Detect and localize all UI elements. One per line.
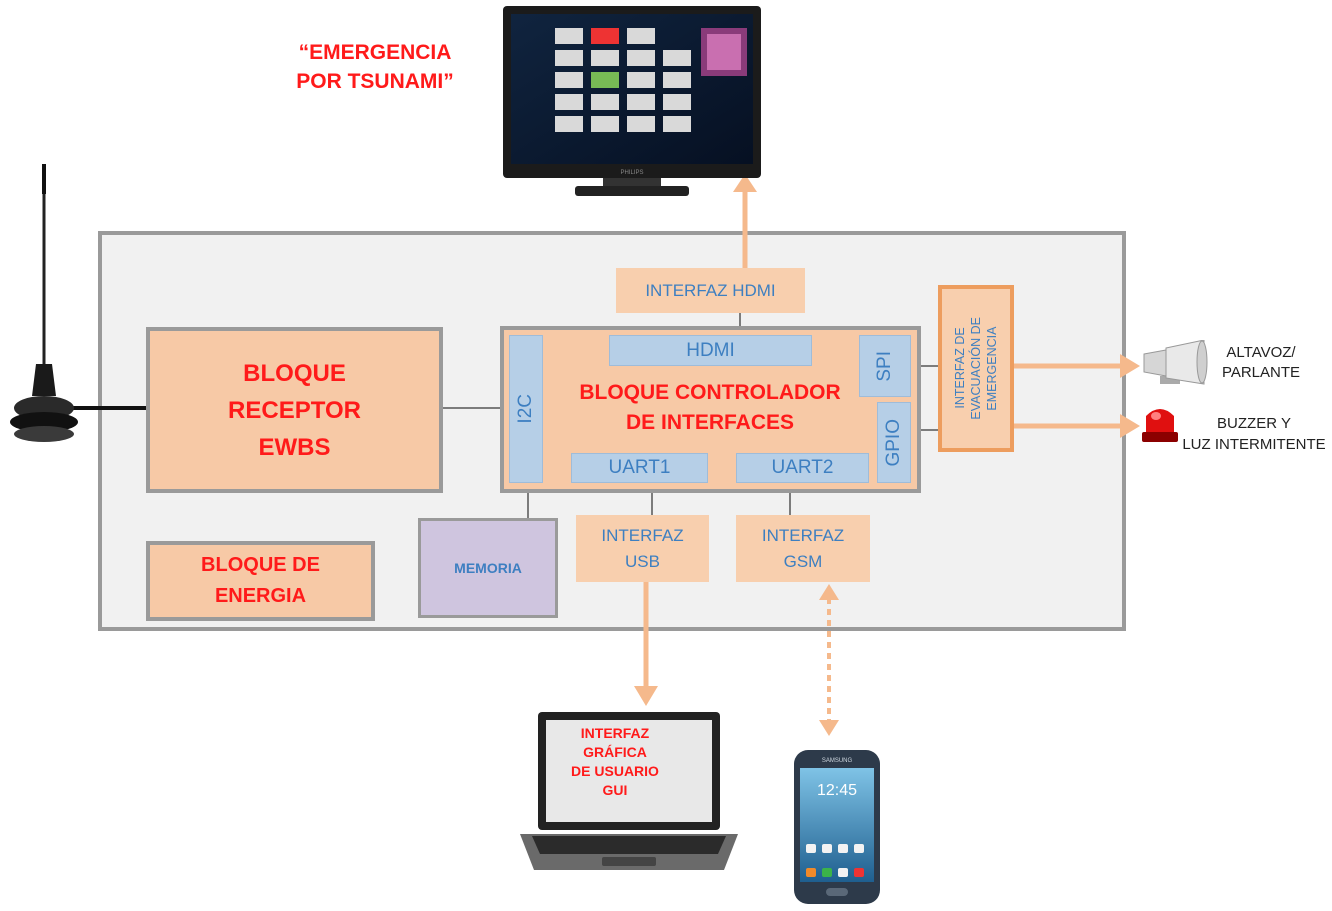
port-spi-label: SPI	[874, 350, 895, 382]
tsunami-message-line-1: “EMERGENCIA	[298, 41, 452, 64]
port-i2c: I2C	[509, 335, 543, 483]
controlador-title: BLOQUE CONTROLADOR DE INTERFACES	[548, 378, 872, 438]
phone-icon: 12:45 SAMSUNG	[792, 750, 882, 906]
buzzer-label: BUZZER Y LUZ INTERMITENTE	[1176, 413, 1332, 455]
arrow-to-speaker-head	[1120, 354, 1140, 378]
antenna-icon	[10, 164, 90, 450]
energia-line-2: ENERGIA	[214, 585, 307, 607]
altavoz-label: ALTAVOZ/ PARLANTE	[1196, 343, 1326, 383]
port-uart1: UART1	[571, 453, 708, 483]
interfaz-hdmi: INTERFAZ HDMI	[616, 268, 805, 313]
bloque-energia: BLOQUE DE ENERGIA	[146, 541, 375, 621]
usb-line-2: USB	[625, 551, 660, 571]
memoria-label: MEMORIA	[454, 560, 522, 576]
beacon-icon	[1138, 404, 1182, 444]
buzzer-line-2: LUZ INTERMITENTE	[1182, 436, 1326, 453]
svg-text:12:45: 12:45	[817, 782, 857, 799]
evacuacion-line-3: EMERGENCIA	[985, 326, 999, 411]
port-spi: SPI	[859, 335, 911, 397]
usb-line-1: INTERFAZ	[601, 525, 684, 545]
altavoz-line-2: PARLANTE	[1221, 364, 1301, 381]
receptor-line-1: BLOQUE	[243, 359, 346, 387]
bloque-receptor-ewbs: BLOQUE RECEPTOR EWBS	[146, 327, 443, 493]
tsunami-message: “EMERGENCIA POR TSUNAMI”	[265, 38, 485, 96]
port-hdmi-label: HDMI	[686, 339, 735, 361]
port-uart1-label: UART1	[608, 457, 671, 478]
energia-line-1: BLOQUE DE	[201, 554, 320, 576]
interfaz-evacuacion-emergencia: INTERFAZ DE EVACUACIÓN DE EMERGENCIA	[938, 285, 1014, 452]
port-i2c-label: I2C	[515, 394, 536, 424]
evacuacion-line-1: INTERFAZ DE	[953, 327, 967, 410]
port-gpio: GPIO	[877, 402, 911, 483]
arrow-to-tv-head	[733, 174, 757, 192]
laptop-icon	[518, 712, 740, 872]
altavoz-line-1: ALTAVOZ/	[1226, 344, 1296, 361]
evacuacion-line-2: EVACUACIÓN DE	[969, 317, 983, 420]
arrow-to-phone-head-up	[819, 584, 839, 600]
svg-text:PHILIPS: PHILIPS	[620, 170, 643, 176]
speaker-icon	[1138, 339, 1210, 388]
buzzer-line-1: BUZZER Y	[1217, 415, 1291, 432]
receptor-line-2: RECEPTOR	[228, 396, 361, 424]
controlador-line-1: BLOQUE CONTROLADOR	[579, 381, 841, 404]
laptop-line-4: GUI	[602, 782, 628, 798]
interfaz-hdmi-label: INTERFAZ HDMI	[645, 280, 776, 300]
tsunami-message-line-2: POR TSUNAMI”	[296, 70, 454, 93]
svg-text:SAMSUNG: SAMSUNG	[822, 758, 853, 764]
laptop-line-3: DE USUARIO	[571, 763, 659, 779]
interfaz-gsm: INTERFAZ GSM	[736, 515, 870, 582]
gsm-line-1: INTERFAZ	[761, 525, 845, 545]
interfaz-usb: INTERFAZ USB	[576, 515, 709, 582]
arrow-to-beacon-head	[1120, 414, 1140, 438]
port-uart2-label: UART2	[771, 457, 834, 478]
arrow-to-laptop-head	[634, 686, 658, 706]
port-uart2: UART2	[736, 453, 869, 483]
arrow-to-phone-head-down	[819, 720, 839, 736]
laptop-screen-text: INTERFAZ GRÁFICA DE USUARIO GUI	[560, 724, 670, 800]
laptop-line-2: GRÁFICA	[583, 744, 647, 760]
receptor-line-3: EWBS	[258, 433, 331, 461]
controlador-line-2: DE INTERFACES	[625, 411, 795, 434]
bloque-memoria: MEMORIA	[418, 518, 558, 618]
gsm-line-2: GSM	[783, 551, 823, 571]
port-hdmi: HDMI	[609, 335, 812, 366]
tv-icon: PHILIPS	[503, 6, 761, 198]
laptop-line-1: INTERFAZ	[580, 725, 650, 741]
port-gpio-label: GPIO	[883, 418, 904, 467]
